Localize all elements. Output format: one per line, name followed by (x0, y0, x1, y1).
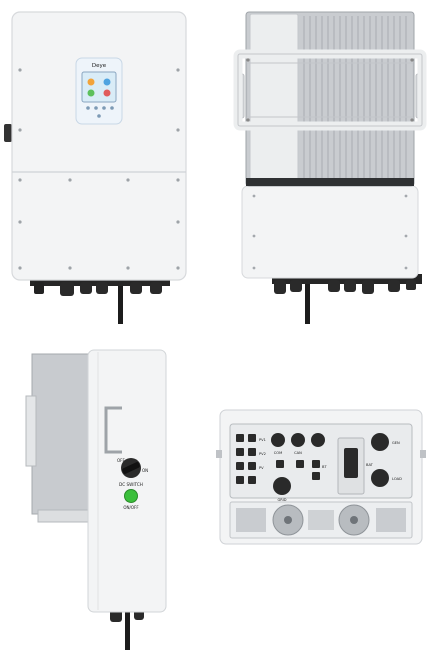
inverter-bottom-view: PV1 PV2 PV COM CAN BT GRID BAT GEN LOAD (216, 409, 426, 545)
front-housing (11, 11, 187, 281)
com-ports (271, 433, 325, 447)
switch-on-label: ON (142, 468, 148, 473)
dc-switch-label: DC SWITCH (119, 482, 143, 487)
dc-switch[interactable] (121, 458, 141, 478)
load-port (371, 469, 389, 487)
side-mounting-panel (31, 353, 91, 515)
back-lower-housing (241, 185, 419, 279)
bat-connector (344, 448, 358, 478)
label-grid: GRID (277, 498, 286, 502)
brand-logo: Deye (92, 63, 107, 69)
side-housing (87, 349, 167, 613)
grid-port (273, 477, 291, 495)
inverter-front-view: Deye (4, 11, 187, 324)
onoff-label: ON/OFF (123, 505, 139, 510)
label-load: LOAD (392, 477, 402, 481)
label-can: CAN (294, 451, 302, 455)
gen-port (371, 433, 389, 451)
cooling-fan-right (338, 504, 370, 536)
label-bat: BAT (366, 463, 374, 467)
inverter-back-view (233, 11, 427, 324)
label-pv: PV (259, 466, 264, 470)
label-gen: GEN (392, 441, 400, 445)
inverter-side-view: OFF ON DC SWITCH ON/OFF (25, 349, 167, 650)
heatsink-fins (303, 16, 407, 182)
label-pv1: PV1 (259, 438, 266, 442)
label-pv2: PV2 (259, 452, 266, 456)
switch-off-label: OFF (117, 458, 125, 463)
mounting-bracket (233, 49, 427, 131)
lcd-screen (81, 71, 117, 103)
cooling-fan-left (272, 504, 304, 536)
bottom-cables (30, 276, 170, 324)
label-bt: BT (322, 465, 327, 469)
label-com: COM (274, 451, 282, 455)
onoff-button[interactable] (124, 489, 138, 503)
pv-connectors (236, 434, 256, 484)
panel-buttons (86, 106, 114, 118)
front-screws (18, 68, 180, 270)
side-handle (4, 124, 12, 142)
side-handle-bar (104, 406, 122, 454)
back-bottom-cables (272, 274, 422, 324)
